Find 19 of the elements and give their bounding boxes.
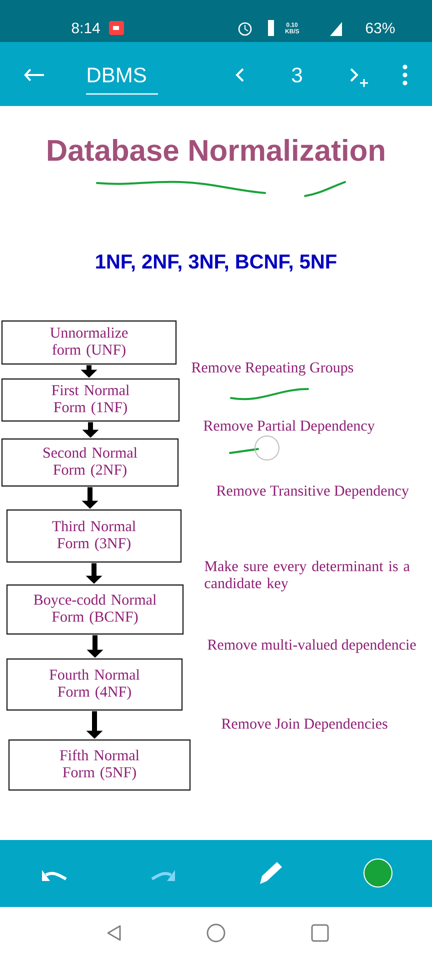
clock-text: 8:14 bbox=[72, 22, 100, 34]
process-box: Third Normal Form (3NF) bbox=[6, 509, 182, 563]
process-box: Fourth Normal Form (4NF) bbox=[6, 658, 183, 711]
battery-text: 63% bbox=[366, 22, 395, 34]
process-box: Fifth Normal Form (5NF) bbox=[8, 739, 191, 791]
page-number: 3 bbox=[292, 68, 302, 82]
step-note: Make sure every determinant is a candidate key bbox=[204, 560, 410, 592]
step-note: Remove Partial Dependency bbox=[204, 420, 375, 434]
step-note: Remove Transitive Dependency bbox=[216, 485, 409, 499]
subtitle: 1NF, 2NF, 3NF, BCNF, 5NF bbox=[96, 254, 336, 272]
process-box: First Normal Form (1NF) bbox=[1, 378, 180, 422]
step-note: Remove Join Dependencies bbox=[222, 718, 388, 732]
process-box: Second Normal Form (2NF) bbox=[1, 438, 179, 487]
step-note: Remove Repeating Groups bbox=[192, 362, 354, 376]
process-box: Unnormalize form (UNF) bbox=[1, 320, 177, 365]
notebook-title: DBMS bbox=[88, 68, 146, 82]
title: Database Normalization bbox=[48, 139, 384, 162]
process-box: Boyce-codd Normal Form (BCNF) bbox=[6, 584, 184, 635]
step-note: Remove multi-valued dependencie bbox=[208, 639, 416, 653]
